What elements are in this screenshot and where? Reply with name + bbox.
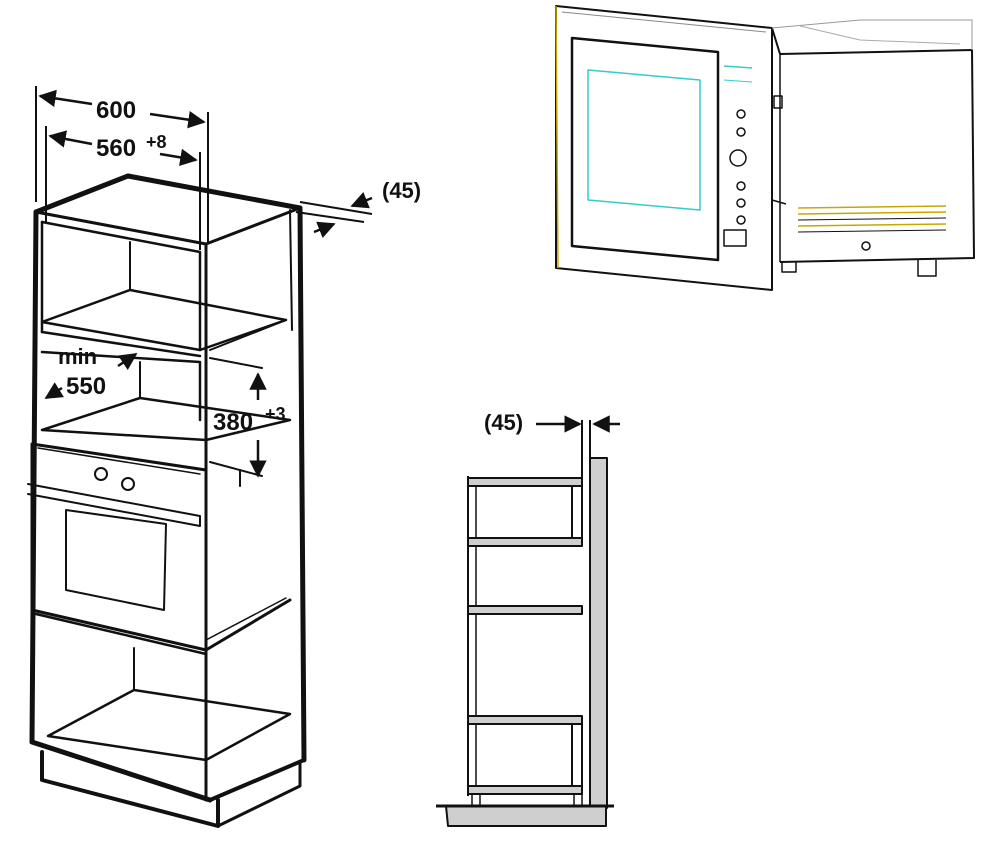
dimension-600 xyxy=(35,86,209,244)
label-height-opening-tolerance: +3 xyxy=(265,404,286,424)
tall-cabinet xyxy=(27,173,307,828)
dimension-560 xyxy=(45,126,201,250)
label-width-inner: 560 xyxy=(96,135,136,162)
label-depth-gap-side: (45) xyxy=(484,410,523,435)
side-section-view xyxy=(436,420,614,827)
dimension-min-550 xyxy=(44,352,138,400)
label-width-inner-tolerance: +8 xyxy=(146,132,167,152)
label-width-overall: 600 xyxy=(96,97,136,124)
label-depth-gap-top: (45) xyxy=(382,178,421,203)
label-height-opening: 380 xyxy=(213,409,253,436)
label-min-value: 550 xyxy=(66,373,106,400)
microwave-illustration xyxy=(555,5,975,291)
dimension-gap-top xyxy=(295,192,373,238)
label-min: min xyxy=(58,344,97,369)
wall-section xyxy=(589,457,608,809)
